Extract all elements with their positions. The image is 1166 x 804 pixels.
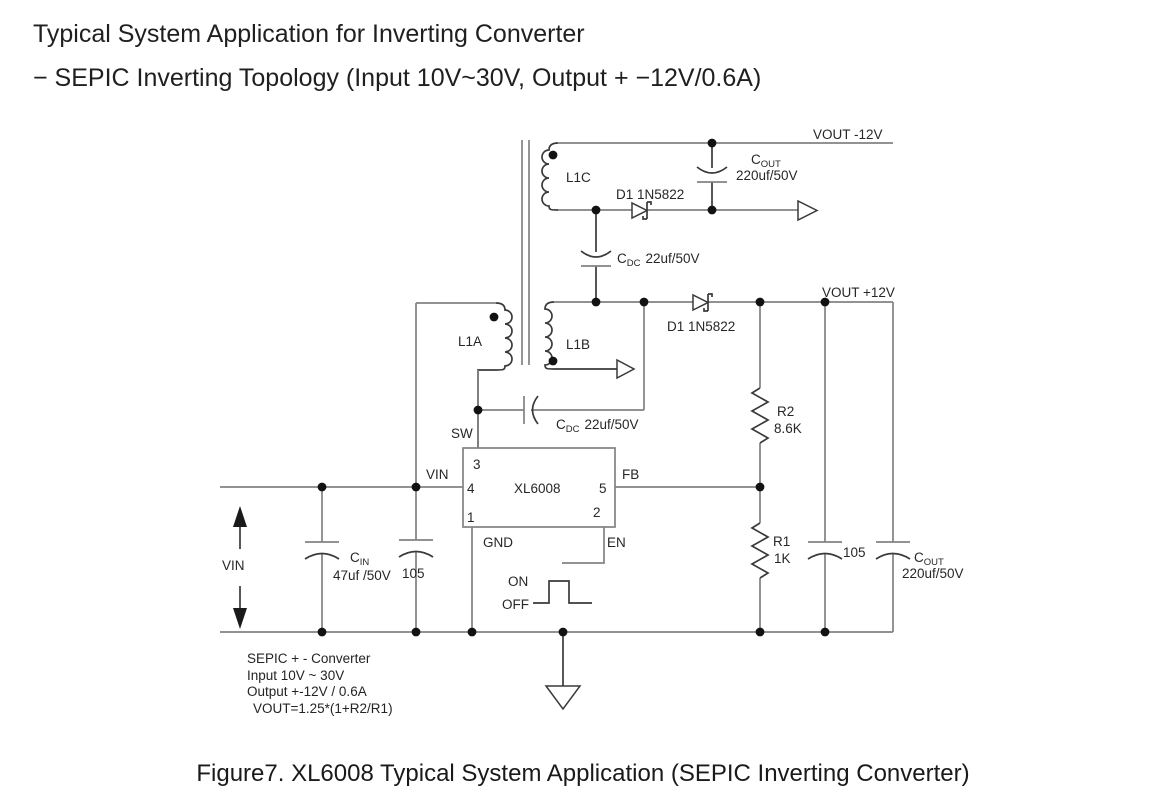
note-line: Input 10V ~ 30V [247,667,345,683]
c105-left-label: 105 [402,566,425,581]
diode-d1-top-cathode [642,201,652,220]
pin-number-3: 3 [473,457,481,472]
junction-dot [755,482,765,492]
ic-name: XL6008 [514,481,561,496]
c105-right-curved-plate [807,552,843,560]
phase-dot-l1a [489,312,499,322]
pin-number-2: 2 [593,505,601,520]
cout-bot-curved-plate [875,552,911,560]
cout-top-value: 220uf/50V [736,168,798,183]
cout-bot-value: 220uf/50V [902,566,964,581]
cout-bot-label: COUT [914,550,944,568]
diode-d1-top-icon [631,201,649,220]
diode-d1-mid-cathode [703,293,713,312]
winding-l1b [544,301,617,370]
r2-label: R2 [777,404,794,419]
pin-number-1: 1 [467,510,475,525]
vin-side-label: VIN [222,558,245,573]
pin-number-5: 5 [599,481,607,496]
pin-sw-label: SW [451,426,473,441]
junction-dot [707,205,717,215]
pin-number-4: 4 [467,481,475,496]
diode-d1-mid-icon [692,293,710,312]
junction-dot [317,627,327,637]
pin-fb-label: FB [622,467,639,482]
d1-mid-label: D1 1N5822 [667,319,735,334]
figure-caption: Figure7. XL6008 Typical System Applicati… [196,760,970,787]
r1-label: R1 [773,534,790,549]
junction-dot [707,138,717,148]
pin-en-label: EN [607,535,626,550]
cout-top-label: COUT [751,152,781,170]
page-subtitle: − SEPIC Inverting Topology (Input 10V~30… [33,64,762,92]
junction-dot [820,627,830,637]
junction-dot [467,627,477,637]
junction-dot [755,297,765,307]
cout-top-curved-plate [696,166,728,174]
neg-output-arrow-icon [797,199,819,222]
vout-pos-label: VOUT +12V [822,285,895,300]
vin-arrow-up-icon [233,506,247,527]
vout-neg-label: VOUT -12V [813,127,883,142]
junction-dot [558,627,568,637]
note-formula: VOUT=1.25*(1+R2/R1) [253,700,393,716]
c105-right-label: 105 [843,545,866,560]
r2-value: 8.6K [774,421,802,436]
en-pin-wire [562,527,605,564]
l1b-arrow-icon [616,358,636,380]
cdc-mid-curved-plate [531,395,539,425]
junction-dot [591,297,601,307]
junction-dot [820,297,830,307]
junction-dot [411,627,421,637]
enable-off-label: OFF [502,597,529,612]
resistor-r2 [750,387,770,444]
winding-l1c [541,142,559,211]
cin-value: 47uf /50V [333,568,391,583]
enable-on-label: ON [508,574,528,589]
ground-symbol-icon [544,685,582,711]
d1-top-label: D1 1N5822 [616,187,684,202]
junction-dot [473,405,483,415]
cdc-mid-wire [478,302,645,411]
resistor-r1 [750,522,770,579]
junction-dot [639,297,649,307]
ic-xl6008-body [462,447,616,528]
junction-dot [591,205,601,215]
pin-vin-label: VIN [426,467,449,482]
cin-curved-plate [304,552,340,560]
r1-value: 1K [774,551,791,566]
junction-dot [755,627,765,637]
phase-dot-l1b [548,356,558,366]
l1a-label: L1A [458,334,482,349]
pin-gnd-label: GND [483,535,513,550]
circuit-notes: SEPIC + - Converter Input 10V ~ 30V Outp… [247,651,393,717]
junction-dot [411,482,421,492]
note-line: Output +-12V / 0.6A [247,684,367,699]
page-title: Typical System Application for Inverting… [33,20,585,48]
note-line: SEPIC + - Converter [247,651,371,666]
cdc-top-curved-plate [580,250,612,258]
cin-label: CIN [350,550,369,568]
l1c-label: L1C [566,170,591,185]
junction-dot [317,482,327,492]
winding-l1a [477,302,513,448]
junction-dots [317,138,830,637]
phase-dot-l1c [548,150,558,160]
enable-pulse-icon [533,580,592,604]
page-header: Typical System Application for Inverting… [33,12,761,100]
vin-arrow-down-icon [233,608,247,629]
l1b-label: L1B [566,337,590,352]
c105-left-curved-plate [398,550,434,558]
